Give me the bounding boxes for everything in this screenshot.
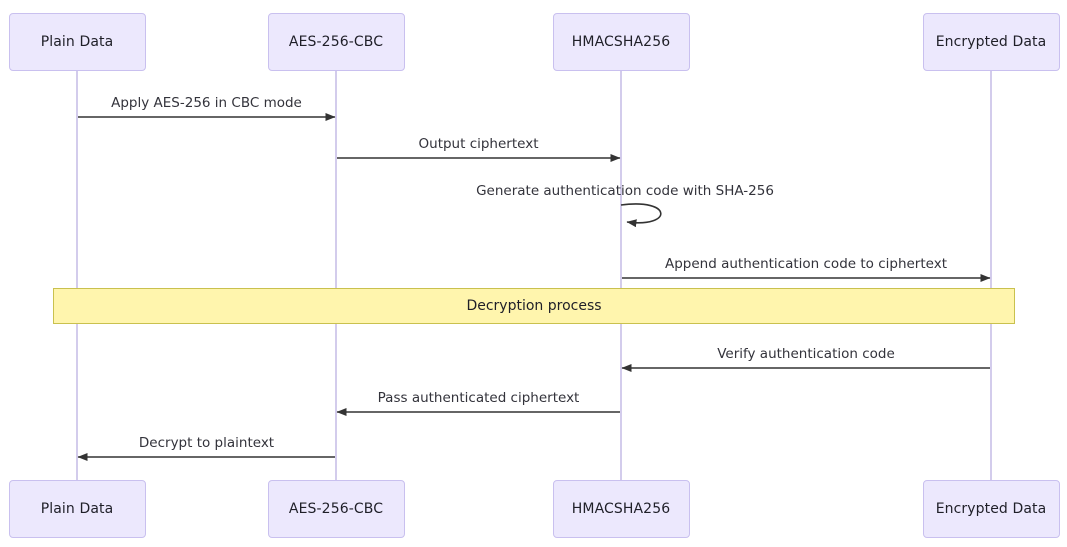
participant-label: Encrypted Data [935,34,1047,50]
participant-label: HMACSHA256 [571,501,671,517]
participant-label: AES-256-CBC [288,501,384,517]
message-label-1: Output ciphertext [418,136,539,152]
message-label-2: Generate authentication code with SHA-25… [476,183,774,199]
participant-bottom-hmac[interactable]: HMACSHA256 [552,480,690,538]
note-decryption-band: Decryption process [53,288,1015,324]
message-label-0: Apply AES-256 in CBC mode [111,95,302,111]
participant-label: Encrypted Data [935,501,1047,517]
message-label-6: Decrypt to plaintext [138,435,275,451]
message-label-5: Pass authenticated ciphertext [377,390,580,406]
participant-top-plain[interactable]: Plain Data [8,13,146,71]
participant-label: AES-256-CBC [288,34,384,50]
participant-label: HMACSHA256 [571,34,671,50]
participant-label: Plain Data [40,34,114,50]
participant-bottom-encrypted[interactable]: Encrypted Data [922,480,1060,538]
participant-label: Plain Data [40,501,114,517]
message-label-4: Verify authentication code [717,346,895,362]
participant-top-encrypted[interactable]: Encrypted Data [922,13,1060,71]
participant-top-aes[interactable]: AES-256-CBC [267,13,405,71]
participant-bottom-aes[interactable]: AES-256-CBC [267,480,405,538]
note-label: Decryption process [466,298,602,314]
message-label-3: Append authentication code to ciphertext [664,256,948,272]
participant-top-hmac[interactable]: HMACSHA256 [552,13,690,71]
participant-bottom-plain[interactable]: Plain Data [8,480,146,538]
